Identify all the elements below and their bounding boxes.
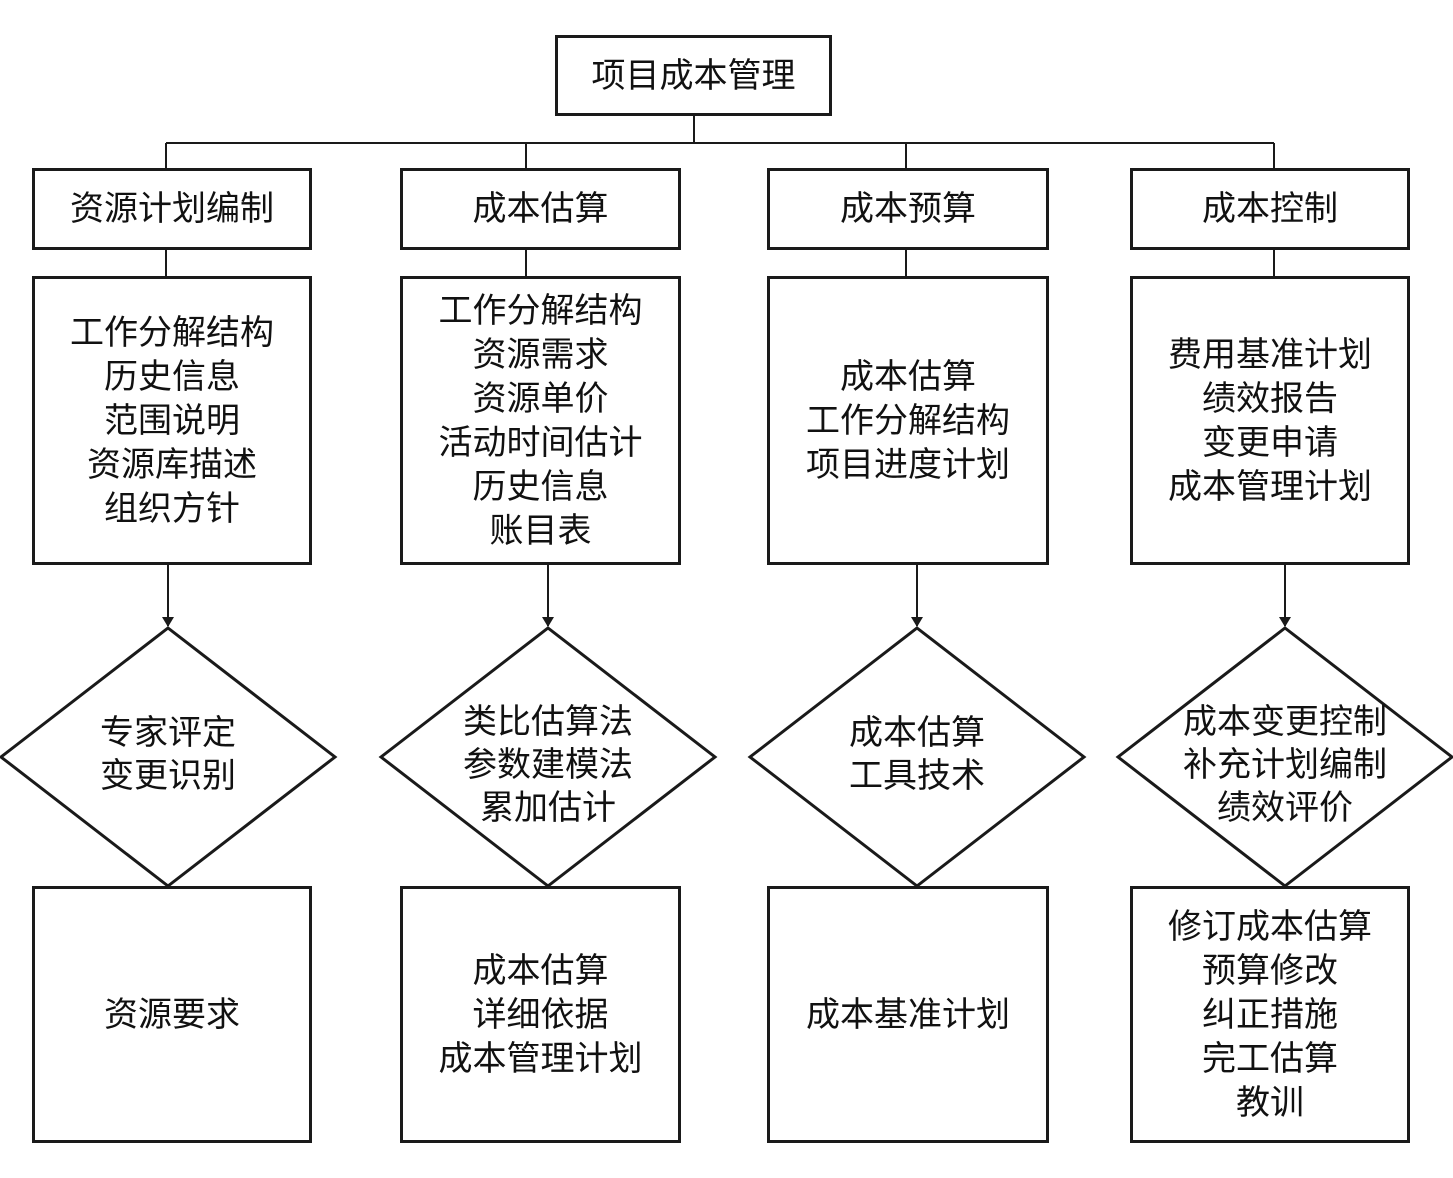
- root-title: 项目成本管理: [591, 55, 796, 96]
- input-item: 绩效报告: [1202, 378, 1338, 419]
- inputs-box-cost-estimating: 工作分解结构 资源需求 资源单价 活动时间估计 历史信息 账目表: [400, 276, 681, 565]
- tool-item: 参数建模法: [463, 744, 633, 785]
- output-item: 预算修改: [1202, 950, 1338, 991]
- tools-text-cost-control: 成本变更控制 补充计划编制 绩效评价: [1160, 700, 1410, 830]
- output-item: 完工估算: [1202, 1038, 1338, 1079]
- input-item: 资源单价: [472, 378, 609, 419]
- input-item: 项目进度计划: [806, 444, 1010, 485]
- input-item: 费用基准计划: [1168, 334, 1372, 375]
- process-header-cost-budgeting: 成本预算: [767, 168, 1049, 250]
- input-item: 历史信息: [104, 356, 240, 397]
- tool-item: 累加估计: [480, 787, 616, 828]
- input-item: 工作分解结构: [806, 400, 1010, 441]
- output-item: 修订成本估算: [1168, 906, 1372, 947]
- root-title-box: 项目成本管理: [555, 35, 832, 116]
- tool-item: 变更识别: [100, 756, 236, 796]
- input-item: 范围说明: [104, 400, 240, 441]
- tool-item: 绩效评价: [1217, 787, 1353, 828]
- input-item: 成本估算: [840, 356, 976, 397]
- tool-item: 成本估算: [849, 713, 985, 753]
- input-item: 成本管理计划: [1168, 466, 1372, 507]
- tools-text-cost-estimating: 类比估算法 参数建模法 累加估计: [428, 700, 668, 830]
- process-header-cost-control: 成本控制: [1130, 168, 1410, 250]
- tool-item: 工具技术: [849, 756, 985, 796]
- outputs-box-cost-estimating: 成本估算 详细依据 成本管理计划: [400, 886, 681, 1143]
- process-header-label: 成本控制: [1202, 189, 1338, 229]
- outputs-box-cost-control: 修订成本估算 预算修改 纠正措施 完工估算 教训: [1130, 886, 1410, 1143]
- input-item: 资源库描述: [87, 444, 257, 485]
- tool-item: 类比估算法: [463, 701, 633, 742]
- input-item: 组织方针: [104, 488, 240, 529]
- tool-item: 专家评定: [100, 713, 236, 753]
- input-item: 账目表: [489, 510, 592, 551]
- process-header-label: 成本估算: [472, 189, 609, 229]
- tools-text-resource-planning: 专家评定 变更识别: [48, 700, 288, 810]
- tool-item: 补充计划编制: [1183, 744, 1387, 785]
- input-item: 活动时间估计: [438, 422, 643, 463]
- outputs-box-cost-budgeting: 成本基准计划: [767, 886, 1049, 1143]
- input-item: 资源需求: [472, 334, 609, 375]
- output-item: 成本基准计划: [806, 994, 1010, 1035]
- process-header-cost-estimating: 成本估算: [400, 168, 681, 250]
- inputs-box-resource-planning: 工作分解结构 历史信息 范围说明 资源库描述 组织方针: [32, 276, 312, 565]
- output-item: 纠正措施: [1202, 994, 1338, 1035]
- process-header-label: 成本预算: [840, 189, 976, 229]
- output-item: 成本管理计划: [438, 1038, 643, 1079]
- output-item: 详细依据: [472, 994, 609, 1035]
- inputs-box-cost-control: 费用基准计划 绩效报告 变更申请 成本管理计划: [1130, 276, 1410, 565]
- output-item: 教训: [1236, 1082, 1304, 1123]
- output-item: 资源要求: [104, 994, 240, 1035]
- tool-item: 成本变更控制: [1183, 701, 1387, 742]
- input-item: 工作分解结构: [438, 290, 643, 331]
- input-item: 工作分解结构: [70, 312, 274, 353]
- process-header-label: 资源计划编制: [70, 189, 274, 229]
- inputs-box-cost-budgeting: 成本估算 工作分解结构 项目进度计划: [767, 276, 1049, 565]
- tools-text-cost-budgeting: 成本估算 工具技术: [797, 700, 1037, 810]
- input-item: 历史信息: [472, 466, 609, 507]
- output-item: 成本估算: [472, 950, 609, 991]
- outputs-box-resource-planning: 资源要求: [32, 886, 312, 1143]
- process-header-resource-planning: 资源计划编制: [32, 168, 312, 250]
- input-item: 变更申请: [1202, 422, 1338, 463]
